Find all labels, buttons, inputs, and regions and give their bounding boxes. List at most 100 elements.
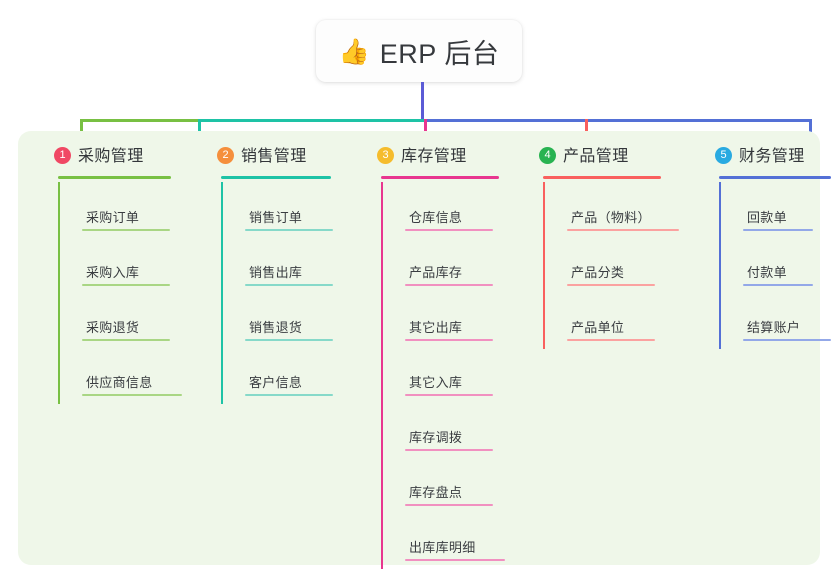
branch-items: 销售订单销售出库销售退货客户信息 xyxy=(197,179,333,399)
branch-item[interactable]: 客户信息 xyxy=(221,344,333,399)
branch-spine xyxy=(58,182,60,404)
branch-item-label: 销售订单 xyxy=(249,210,303,225)
branch-header-产品管理[interactable]: 4 产品管理 xyxy=(519,141,661,167)
branch-item-rule xyxy=(405,339,493,341)
branch-item[interactable]: 库存盘点 xyxy=(381,454,499,509)
teal-segment xyxy=(198,119,424,122)
branch-header-rule xyxy=(58,176,171,179)
branch-item-label: 客户信息 xyxy=(249,375,303,390)
root-stem xyxy=(421,82,424,122)
branch-item-label: 采购入库 xyxy=(86,265,140,280)
branch-column-销售管理: 2 销售管理销售订单销售出库销售退货客户信息 xyxy=(197,141,333,404)
branch-items: 产品（物料） 产品分类产品单位 xyxy=(519,179,679,344)
drop-inventory xyxy=(424,119,427,141)
branch-item-rule xyxy=(245,394,333,396)
branch-header-rule xyxy=(221,176,331,179)
branch-item[interactable]: 销售订单 xyxy=(221,179,333,234)
branch-item-rule xyxy=(405,394,493,396)
branch-item-label: 产品单位 xyxy=(571,320,625,335)
branch-item-rule xyxy=(245,339,333,341)
purple-segment xyxy=(424,119,810,122)
green-segment xyxy=(80,119,198,122)
branch-item-rule xyxy=(245,284,333,286)
branch-item[interactable]: 产品（物料） xyxy=(543,179,679,234)
branch-header-采购管理[interactable]: 1 采购管理 xyxy=(34,141,171,167)
branches-panel xyxy=(18,131,820,565)
branch-items: 仓库信息产品库存其它出库其它入库库存调拨库存盘点出库库明细 xyxy=(357,179,505,564)
branch-spine xyxy=(543,182,545,349)
branch-spine xyxy=(221,182,223,404)
root-node[interactable]: 👍 ERP 后台 xyxy=(316,20,522,82)
branch-item-rule xyxy=(567,229,679,231)
branch-items: 采购订单采购入库采购退货供应商信息 xyxy=(34,179,182,399)
drop-sales xyxy=(198,119,201,141)
branch-header-rule xyxy=(719,176,831,179)
branch-item[interactable]: 产品分类 xyxy=(543,234,661,289)
branch-item[interactable]: 供应商信息 xyxy=(58,344,182,399)
branch-item-label: 供应商信息 xyxy=(86,375,153,390)
branch-item[interactable]: 销售出库 xyxy=(221,234,333,289)
branch-item-rule xyxy=(567,284,655,286)
branch-header-销售管理[interactable]: 2 销售管理 xyxy=(197,141,331,167)
branch-header-库存管理[interactable]: 3 库存管理 xyxy=(357,141,499,167)
branch-number-badge: 5 xyxy=(715,146,732,164)
branch-item[interactable]: 结算账户 xyxy=(719,289,831,344)
branch-item-label: 其它出库 xyxy=(409,320,463,335)
branch-item[interactable]: 采购入库 xyxy=(58,234,171,289)
branch-item[interactable]: 其它出库 xyxy=(381,289,499,344)
branch-item-label: 采购订单 xyxy=(86,210,140,225)
branch-number-badge: 3 xyxy=(377,146,394,164)
branch-spine xyxy=(719,182,721,349)
branch-item-label: 仓库信息 xyxy=(409,210,463,225)
branch-item[interactable]: 回款单 xyxy=(719,179,831,234)
drop-purchase xyxy=(80,119,83,141)
branch-item-rule xyxy=(405,449,493,451)
branch-item-rule xyxy=(405,229,493,231)
branch-item-label: 销售出库 xyxy=(249,265,303,280)
branch-item-rule xyxy=(82,229,170,231)
branch-item-rule xyxy=(405,284,493,286)
branch-item-label: 销售退货 xyxy=(249,320,303,335)
branch-item[interactable]: 其它入库 xyxy=(381,344,499,399)
branch-item-label: 结算账户 xyxy=(747,320,801,335)
branch-item-label: 库存盘点 xyxy=(409,485,463,500)
branch-item[interactable]: 库存调拨 xyxy=(381,399,499,454)
branch-number-badge: 2 xyxy=(217,146,234,164)
branch-items: 回款单付款单结算账户 xyxy=(695,179,831,344)
branch-item[interactable]: 产品库存 xyxy=(381,234,499,289)
branch-item[interactable]: 采购订单 xyxy=(58,179,171,234)
branch-header-rule xyxy=(543,176,661,179)
branch-item-label: 付款单 xyxy=(747,265,787,280)
branch-item-rule xyxy=(405,504,493,506)
branch-item[interactable]: 仓库信息 xyxy=(381,179,499,234)
branch-item-rule xyxy=(743,339,831,341)
branch-item[interactable]: 销售退货 xyxy=(221,289,333,344)
branch-column-产品管理: 4 产品管理产品（物料） 产品分类产品单位 xyxy=(519,141,679,349)
branch-item[interactable]: 采购退货 xyxy=(58,289,171,344)
branch-number-badge: 1 xyxy=(54,146,71,164)
thumbs-up-icon: 👍 xyxy=(338,37,370,66)
branch-spine xyxy=(381,182,383,569)
branch-item[interactable]: 出库库明细 xyxy=(381,509,505,564)
branch-item-rule xyxy=(567,339,655,341)
drop-product xyxy=(585,119,588,141)
branch-item-rule xyxy=(743,284,813,286)
branch-item-label: 回款单 xyxy=(747,210,787,225)
branch-column-采购管理: 1 采购管理采购订单采购入库采购退货供应商信息 xyxy=(34,141,182,404)
branch-item-label: 产品库存 xyxy=(409,265,463,280)
branch-title: 库存管理 xyxy=(401,148,467,165)
branch-item-label: 产品（物料） xyxy=(571,210,651,225)
branch-number-badge: 4 xyxy=(539,146,556,164)
branch-item-rule xyxy=(82,339,170,341)
branch-item[interactable]: 产品单位 xyxy=(543,289,661,344)
root-title: ERP 后台 xyxy=(379,38,500,69)
branch-item-label: 出库库明细 xyxy=(409,540,476,555)
branch-title: 产品管理 xyxy=(563,148,629,165)
branch-header-rule xyxy=(381,176,499,179)
branch-item[interactable]: 付款单 xyxy=(719,234,831,289)
branch-title: 销售管理 xyxy=(241,148,307,165)
branch-title: 采购管理 xyxy=(78,148,144,165)
